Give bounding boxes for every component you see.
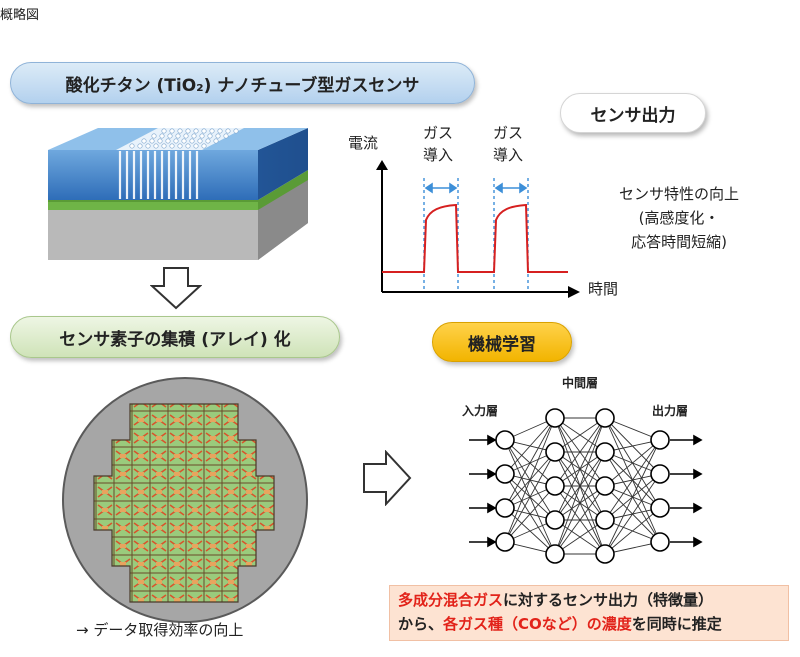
result-l1-highlight: 多成分混合ガス	[398, 591, 504, 609]
gas-intro-1-line1: ガス	[422, 124, 453, 142]
result-l2-text-a: から、	[398, 615, 444, 633]
sensor-characteristics-line1: センサ特性の向上	[618, 185, 739, 203]
down-arrow-icon	[150, 267, 202, 310]
gas-intro-markers	[423, 178, 529, 292]
result-l1-text: に対するセンサ出力（特徴量）	[503, 591, 714, 609]
x-axis-arrow-icon	[568, 286, 580, 298]
gas-intro-1-line2: 導入	[422, 146, 453, 164]
output-arrows	[670, 434, 703, 548]
gas-intro-label-2: ガス 導入	[488, 122, 528, 166]
tio2-sensor-title: 酸化チタン (TiO₂) ナノチューブ型ガスセンサ	[10, 62, 475, 104]
page-title: 概略図	[0, 8, 40, 23]
result-l2-highlight: 各ガス種（COなど）の濃度	[443, 615, 632, 633]
input-arrows	[469, 434, 497, 548]
interval-arrows	[424, 182, 528, 194]
sensor-characteristics-line3: 応答時間短縮)	[631, 233, 727, 251]
output-layer-label: 出力層	[652, 404, 689, 418]
wafer-array-illustration	[62, 377, 308, 623]
gas-intro-2-line1: ガス	[492, 124, 523, 142]
gas-intro-label-1: ガス 導入	[418, 122, 458, 166]
current-signal-line	[382, 203, 568, 273]
result-line-2: から、各ガス種（COなど）の濃度を同時に推定	[398, 612, 780, 636]
sensor-characteristics: センサ特性の向上 (高感度化・ 応答時間短縮)	[590, 182, 768, 254]
result-summary-box: 多成分混合ガスに対するセンサ出力（特徴量） から、各ガス種（COなど）の濃度を同…	[389, 585, 789, 641]
sensor-output-title: センサ出力	[560, 93, 706, 133]
network-nodes	[495, 408, 670, 564]
wafer-caption: → データ取得効率の向上	[76, 621, 244, 639]
right-arrow-icon	[363, 450, 412, 506]
sensor-output-chart	[376, 160, 580, 298]
sensor-characteristics-line2: (高感度化・	[638, 209, 720, 227]
nanotube-block-illustration	[48, 128, 308, 260]
array-title: センサ素子の集積 (アレイ) 化	[10, 316, 340, 358]
machine-learning-title: 機械学習	[432, 322, 572, 362]
chart-ylabel: 電流	[348, 134, 379, 152]
input-layer-label: 入力層	[462, 404, 499, 418]
chart-xlabel: 時間	[588, 280, 619, 298]
hidden-layer-label: 中間層	[562, 376, 599, 390]
result-line-1: 多成分混合ガスに対するセンサ出力（特徴量）	[398, 588, 780, 612]
neural-network-diagram	[469, 408, 703, 564]
y-axis-arrow-icon	[376, 160, 388, 170]
gas-intro-2-line2: 導入	[492, 146, 523, 164]
result-l2-text-c: を同時に推定	[631, 615, 722, 633]
